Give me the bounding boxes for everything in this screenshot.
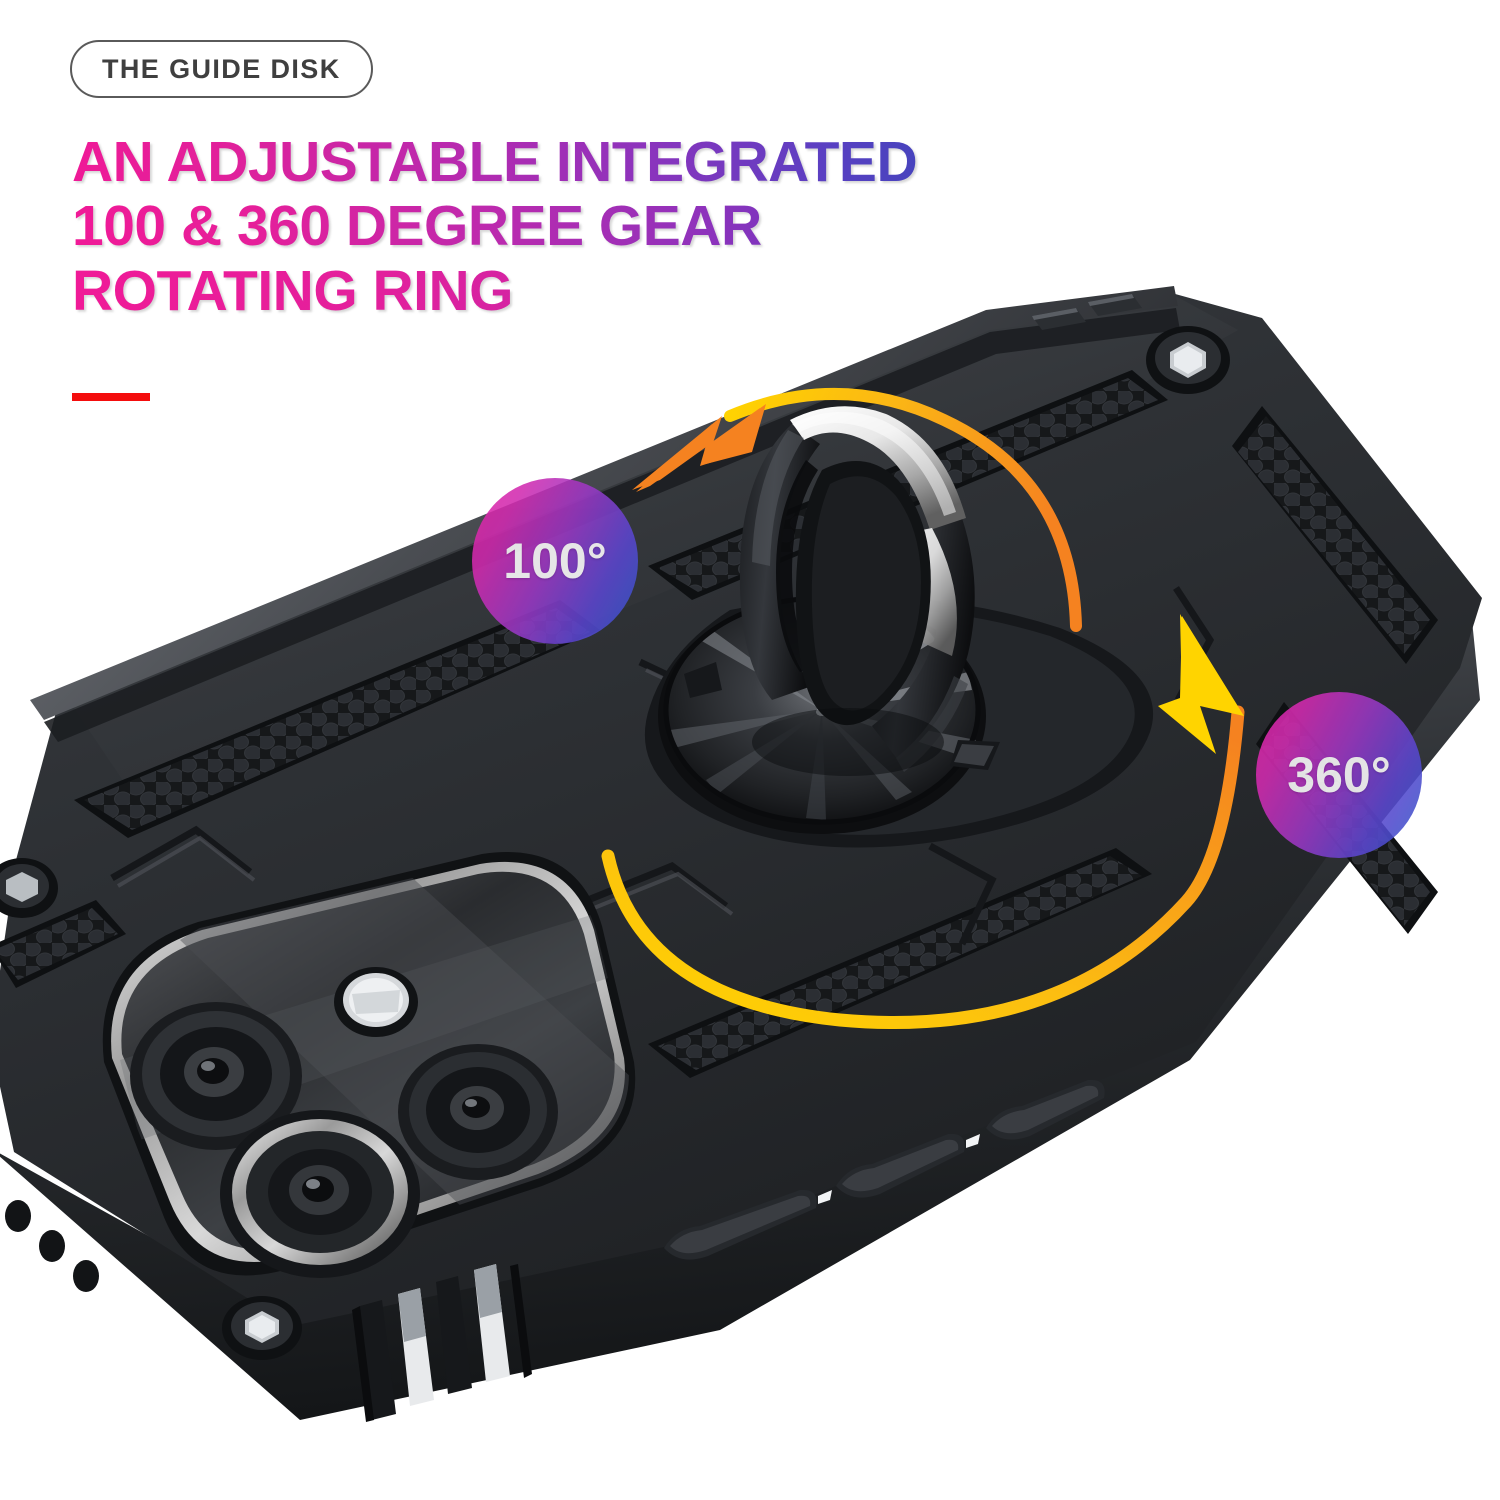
- side-button-covers-bottom: [664, 1079, 1105, 1260]
- camera-lens-3: [220, 1110, 420, 1278]
- hex-screw-bottom-left: [222, 1296, 302, 1360]
- ring-kickstand: [739, 406, 975, 776]
- honeycomb-strip-right: [1232, 406, 1438, 664]
- camera-lens-2: [398, 1044, 558, 1180]
- speaker-holes-left: [5, 1200, 99, 1292]
- camera-module: [102, 852, 636, 1278]
- guide-disk-notch-left: [684, 662, 722, 698]
- guide-disk-assembly: [644, 406, 1154, 848]
- callout-badge-100-degrees: 100°: [472, 478, 638, 644]
- headline-line-3: ROTATING RING: [72, 262, 1072, 319]
- eyebrow-badge-label: THE GUIDE DISK: [102, 53, 341, 84]
- case-top-rim-inner: [44, 308, 1180, 742]
- case-top-rim: [30, 286, 1178, 720]
- camera-flash: [334, 967, 418, 1037]
- camera-lens-1: [130, 1002, 302, 1150]
- callout-badge-360-degrees: 360°: [1256, 692, 1422, 858]
- speaker-grille-slots: [352, 1264, 532, 1422]
- red-accent-rule: [72, 393, 150, 401]
- hex-screw-top-right: [1146, 326, 1230, 394]
- honeycomb-strip-left: [74, 600, 600, 838]
- headline-line-1: AN ADJUSTABLE INTEGRATED: [72, 133, 1072, 190]
- callout-badge-100-label: 100°: [503, 533, 607, 589]
- tilt-arrow: [632, 388, 1082, 632]
- headline-line-2: 100 & 360 DEGREE GEAR: [72, 198, 1072, 255]
- side-button-covers-top: [1032, 294, 1142, 330]
- honeycomb-strip-left-lower: [0, 900, 126, 988]
- hex-screw-left: [0, 858, 58, 918]
- page-title: AN ADJUSTABLE INTEGRATED 100 & 360 DEGRE…: [72, 133, 1072, 328]
- rotation-arrow: [601, 614, 1245, 1029]
- eyebrow-badge: THE GUIDE DISK: [70, 40, 373, 98]
- callout-badge-360-label: 360°: [1287, 747, 1391, 803]
- ring-chrome-band: [790, 406, 966, 530]
